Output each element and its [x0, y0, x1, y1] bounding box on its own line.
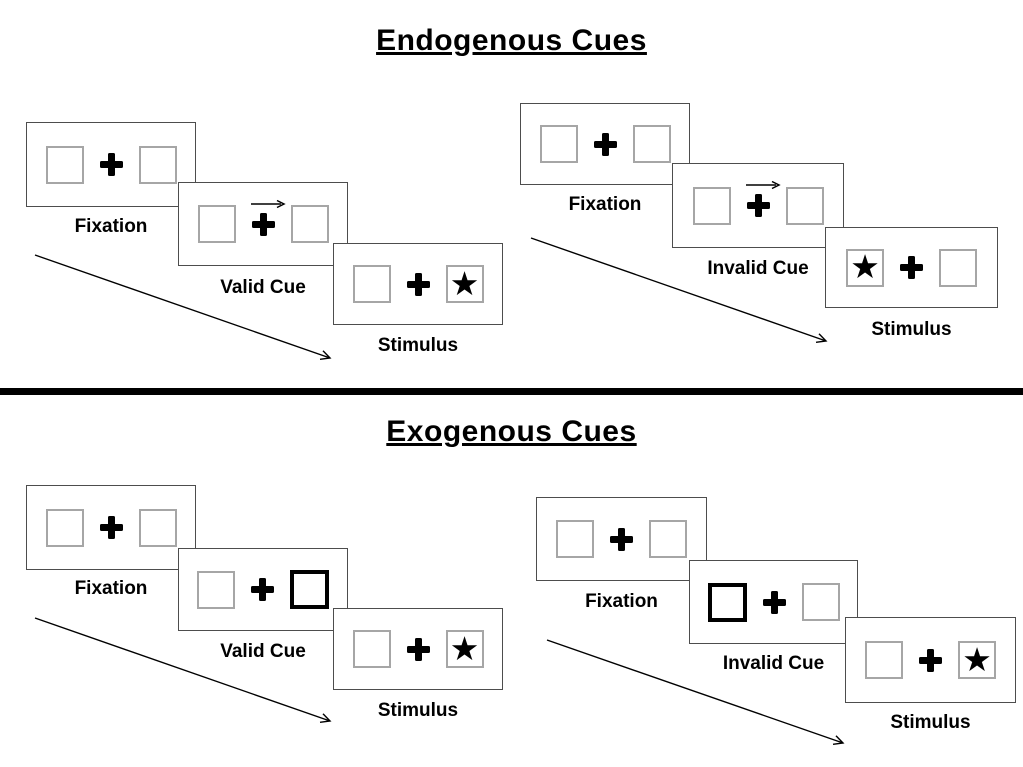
right-box — [138, 508, 177, 547]
fixation-cross-icon — [99, 153, 123, 176]
stimulus-label: Stimulus — [871, 319, 952, 340]
left-box — [556, 520, 594, 558]
stimulus-card: ★ — [333, 608, 503, 690]
exogenous-title: Exogenous Cues — [386, 415, 637, 448]
sequence-arrow — [530, 237, 826, 341]
star-icon: ★ — [850, 248, 880, 285]
fixation-cross-icon — [610, 527, 633, 551]
stimulus-card: ★ — [845, 617, 1016, 703]
left-box — [352, 630, 391, 668]
fixation-card — [26, 485, 196, 570]
cue-label: Valid Cue — [220, 277, 306, 298]
cue-arrow-icon — [745, 180, 781, 190]
fixation-card — [536, 497, 707, 581]
fixation-cross-icon — [251, 578, 274, 601]
right-box — [632, 125, 671, 163]
left-box — [45, 508, 84, 547]
cue-card — [178, 548, 348, 631]
fixation-cross-icon — [762, 590, 786, 614]
fixation-cross-icon — [593, 132, 617, 156]
stimulus-star-box: ★ — [445, 264, 484, 303]
fixation-label: Fixation — [585, 591, 658, 612]
fixation-cross-icon — [406, 637, 430, 661]
left-box — [197, 570, 235, 609]
fixation-card — [26, 122, 196, 207]
cue-label: Invalid Cue — [707, 258, 809, 279]
fixation-cross-icon — [745, 180, 781, 217]
right-box — [939, 248, 977, 287]
stimulus-star-box: ★ — [846, 248, 884, 287]
cue-card — [178, 182, 348, 266]
cue-arrow-icon — [250, 199, 286, 208]
left-box — [352, 265, 391, 303]
right-box — [138, 145, 177, 184]
star-icon: ★ — [449, 264, 480, 302]
stimulus-star-box: ★ — [445, 629, 484, 668]
sequence-arrow — [34, 617, 330, 721]
fixation-cross-icon — [900, 256, 923, 279]
left-box — [197, 205, 236, 243]
left-box — [45, 145, 84, 184]
stimulus-label: Stimulus — [890, 712, 971, 733]
sequence-arrow — [34, 254, 330, 358]
right-box — [649, 520, 687, 558]
left-box — [865, 641, 903, 679]
right-box — [801, 583, 840, 621]
stimulus-label: Stimulus — [377, 700, 459, 721]
fixation-label: Fixation — [74, 578, 148, 599]
stimulus-card: ★ — [825, 227, 998, 308]
fixation-cross-icon — [250, 199, 286, 236]
left-box — [539, 125, 578, 163]
fixation-label: Fixation — [74, 216, 148, 237]
right-box — [290, 205, 329, 243]
cue-card — [689, 560, 858, 644]
cue-card — [672, 163, 844, 248]
right-box — [785, 186, 824, 225]
stimulus-card: ★ — [333, 243, 503, 325]
fixation-cross-icon — [919, 648, 942, 672]
left-box — [692, 186, 731, 225]
star-icon: ★ — [449, 629, 480, 667]
fixation-label: Fixation — [568, 194, 642, 215]
stimulus-star-box: ★ — [958, 641, 996, 679]
section-divider — [0, 388, 1023, 395]
stimulus-label: Stimulus — [377, 335, 459, 356]
fixation-cross-icon — [406, 272, 430, 296]
star-icon: ★ — [962, 640, 992, 678]
cue-label: Valid Cue — [220, 641, 306, 662]
cue-box-thick — [290, 570, 329, 609]
cue-box-thick — [707, 582, 747, 622]
fixation-card — [520, 103, 690, 185]
endogenous-title: Endogenous Cues — [376, 24, 647, 57]
fixation-cross-icon — [99, 516, 123, 539]
cue-label: Invalid Cue — [722, 653, 825, 674]
